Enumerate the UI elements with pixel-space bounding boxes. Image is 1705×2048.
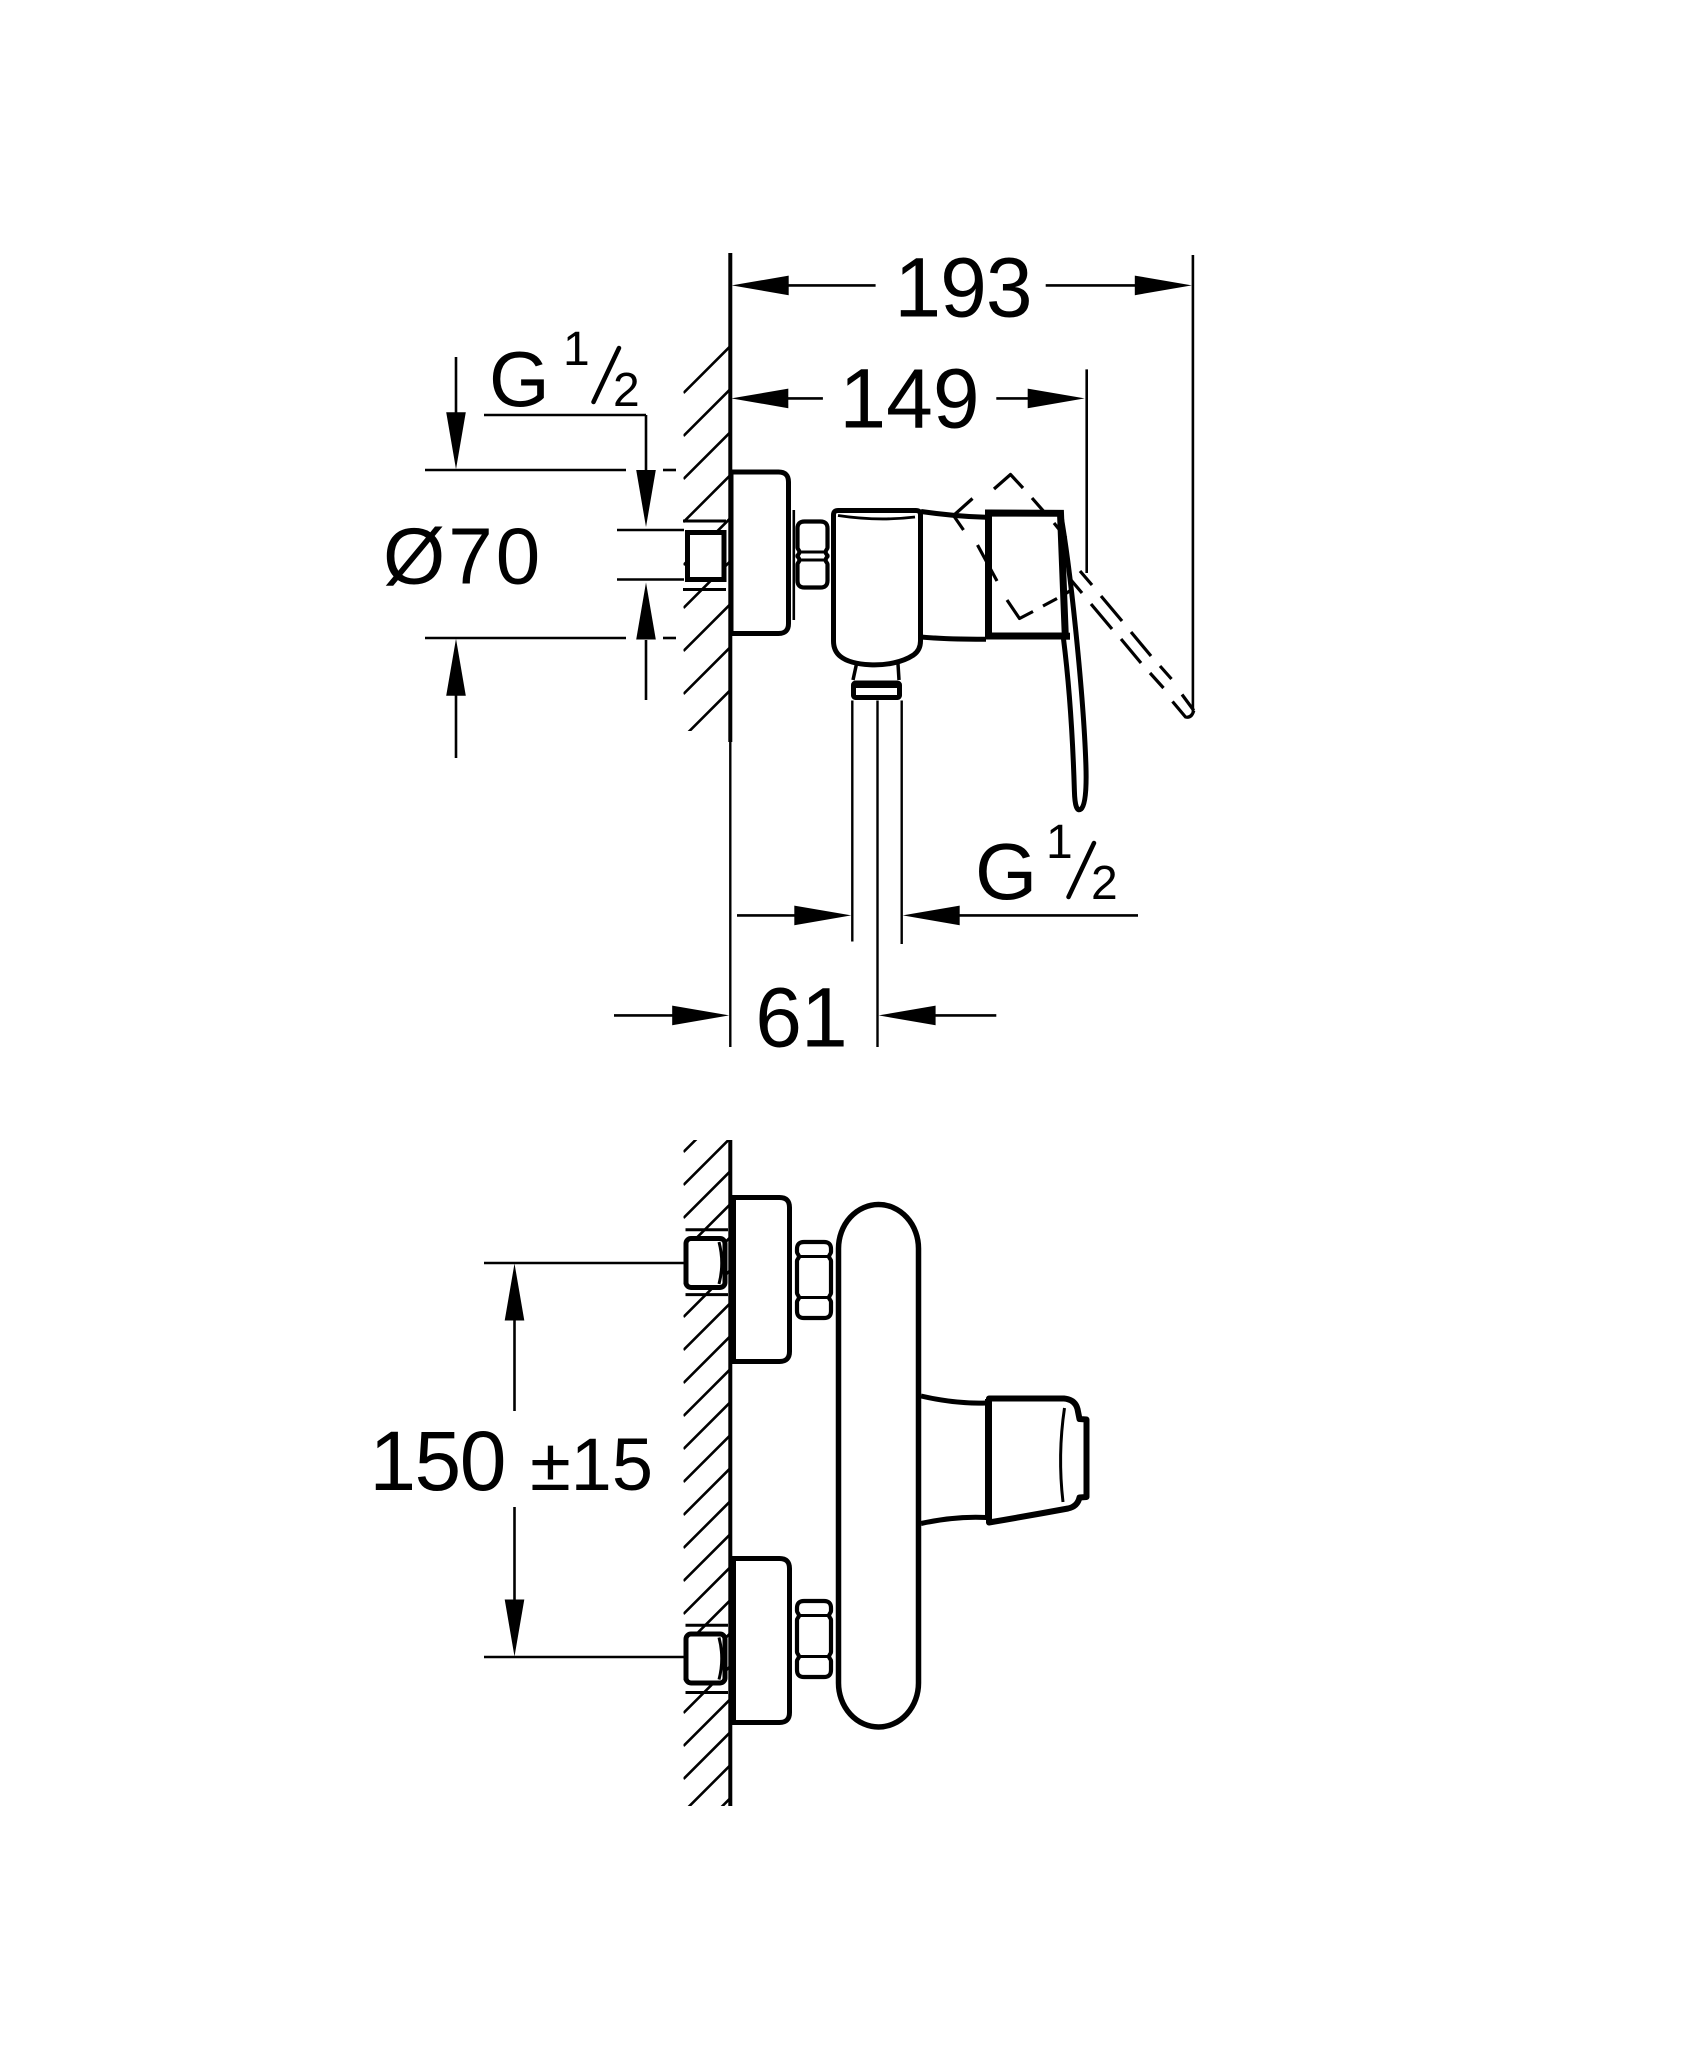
svg-text:Ø70: Ø70 — [383, 512, 543, 601]
svg-text:1: 1 — [563, 323, 590, 376]
svg-text:±15: ±15 — [530, 1423, 653, 1506]
svg-text:G: G — [489, 335, 550, 423]
svg-text:193: 193 — [894, 241, 1031, 335]
svg-text:150: 150 — [369, 1414, 505, 1508]
svg-text:1: 1 — [1046, 816, 1073, 869]
svg-text:61: 61 — [755, 971, 846, 1065]
svg-text:2: 2 — [1091, 857, 1118, 910]
svg-text:149: 149 — [839, 351, 979, 445]
svg-text:2: 2 — [613, 364, 640, 417]
svg-text:G: G — [975, 827, 1037, 916]
